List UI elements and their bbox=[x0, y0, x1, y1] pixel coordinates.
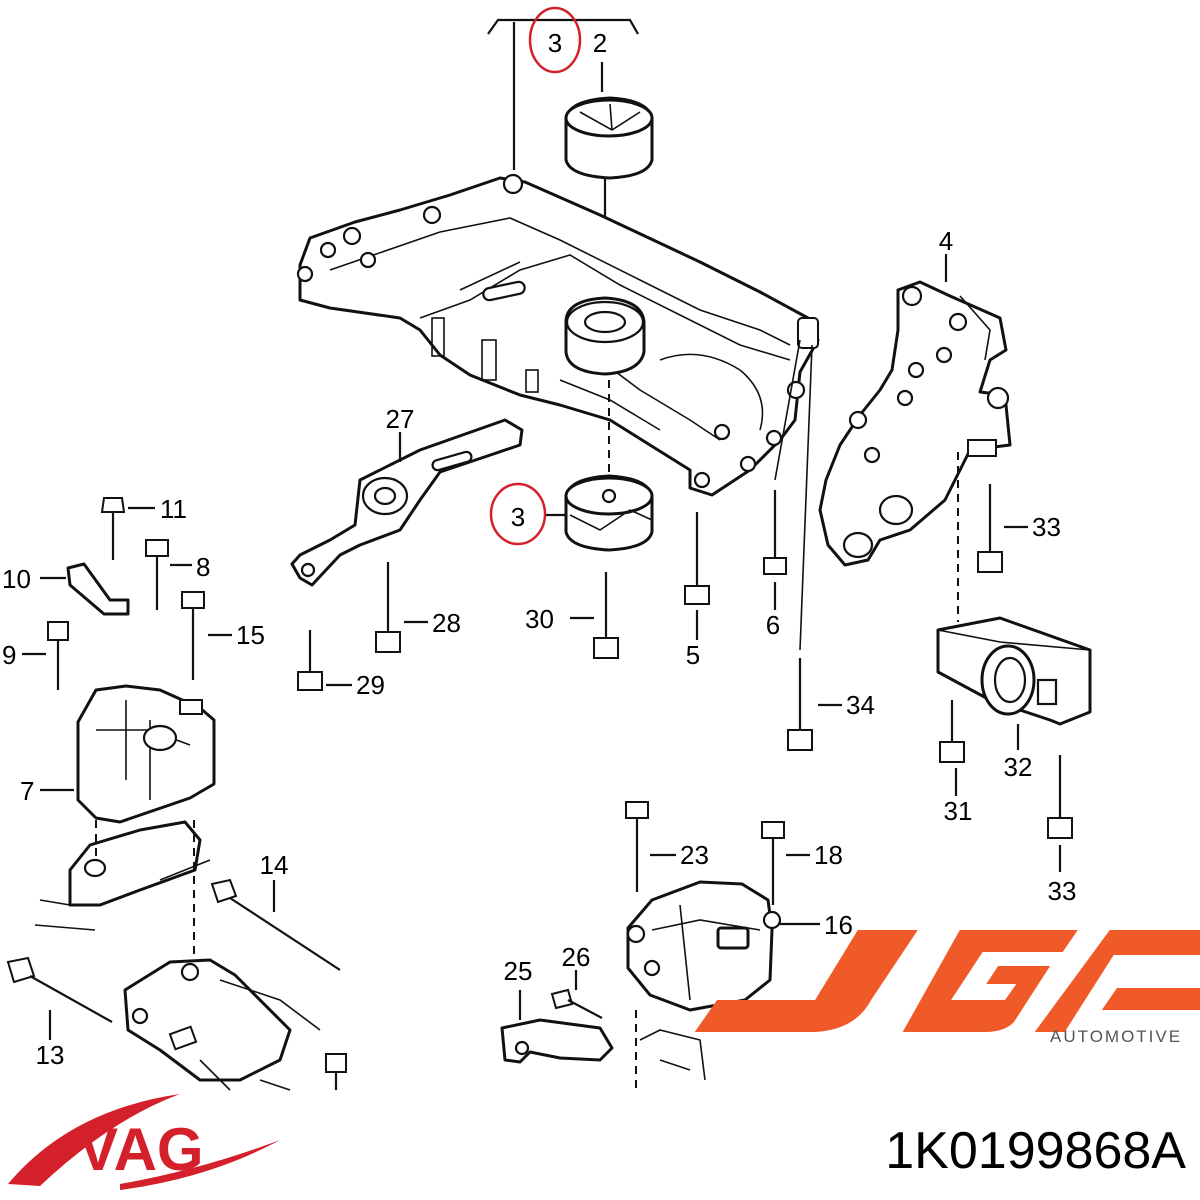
lower-mount-bushing bbox=[545, 380, 654, 552]
supplier-logo-mark-1 bbox=[694, 930, 918, 1032]
callout-33-lower: 33 bbox=[1048, 876, 1077, 906]
small-bracket bbox=[500, 990, 614, 1064]
callout-28: 28 bbox=[432, 608, 461, 638]
supplier-sub-text: AUTOMOTIVE bbox=[1050, 1027, 1182, 1046]
supplier-logo bbox=[694, 930, 1200, 1032]
supplier-logo-mark-2 bbox=[902, 930, 1078, 1032]
callout-9: 9 bbox=[2, 640, 16, 670]
callout-33-upper: 33 bbox=[1032, 512, 1061, 542]
engine-mount-bracket bbox=[818, 254, 1012, 622]
callout-26: 26 bbox=[562, 942, 591, 972]
part-number: 1K0199868A bbox=[885, 1122, 1186, 1180]
subframe bbox=[296, 173, 820, 497]
callout-15: 15 bbox=[236, 620, 265, 650]
callout-27: 27 bbox=[386, 404, 415, 434]
callout-23: 23 bbox=[680, 840, 709, 870]
highlight-circle-lower bbox=[489, 482, 547, 546]
callout-7: 7 bbox=[20, 776, 34, 806]
callout-16: 16 bbox=[824, 910, 853, 940]
callout-30: 30 bbox=[525, 604, 554, 634]
bolts bbox=[6, 339, 1073, 1090]
callout-2: 2 bbox=[593, 28, 607, 58]
oem-logo-underline bbox=[120, 1140, 280, 1190]
callout-13: 13 bbox=[36, 1040, 65, 1070]
transmission-mount bbox=[626, 880, 782, 1090]
oem-logo: VAG bbox=[8, 1094, 280, 1190]
oem-logo-swoosh bbox=[8, 1094, 180, 1186]
callout-29: 29 bbox=[356, 670, 385, 700]
callout-32: 32 bbox=[1004, 752, 1033, 782]
callout-4: 4 bbox=[939, 226, 953, 256]
callout-8: 8 bbox=[196, 552, 210, 582]
callout-6: 6 bbox=[766, 610, 780, 640]
callout-25: 25 bbox=[504, 956, 533, 986]
torque-arm bbox=[290, 418, 524, 587]
supplier-logo-mark-3 bbox=[1034, 930, 1200, 1032]
callout-31: 31 bbox=[944, 796, 973, 826]
callout-34: 34 bbox=[846, 690, 875, 720]
callout-18: 18 bbox=[814, 840, 843, 870]
callout-10: 10 bbox=[2, 564, 31, 594]
callout-5: 5 bbox=[686, 640, 700, 670]
upper-mount-bushing bbox=[564, 96, 654, 180]
highlight-circle-top bbox=[528, 6, 582, 74]
mount-block-bushing bbox=[936, 616, 1092, 750]
callout-3-lower: 3 bbox=[511, 502, 525, 532]
callout-14: 14 bbox=[260, 850, 289, 880]
callout-3-top: 3 bbox=[548, 28, 562, 58]
callout-labels: 3 2 3 4 27 11 10 8 15 9 7 14 13 29 28 30… bbox=[2, 28, 1076, 1070]
lower-left-mount bbox=[123, 820, 321, 1091]
callout-11: 11 bbox=[160, 494, 187, 524]
left-engine-mount bbox=[34, 684, 216, 931]
